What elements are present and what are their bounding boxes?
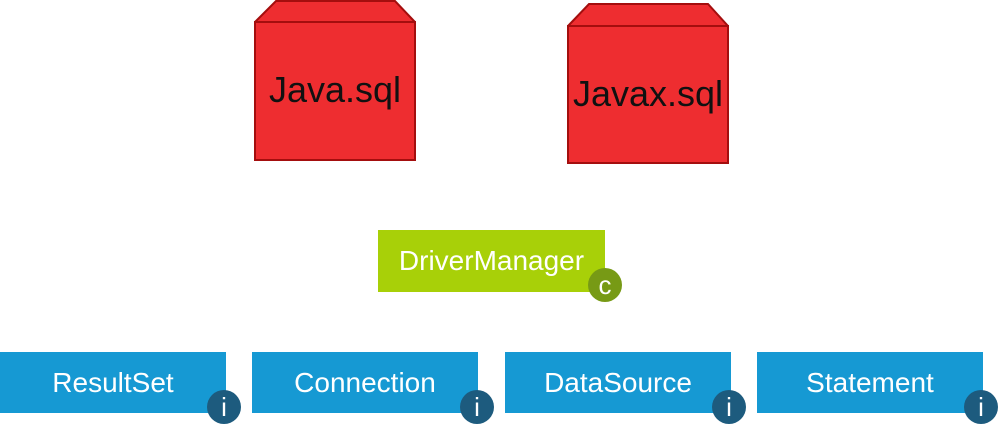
interface-result-set: ResultSet xyxy=(0,352,226,413)
interface-badge-letter: i xyxy=(978,392,984,422)
interface-badge-letter: i xyxy=(221,392,227,422)
package-java-sql-tab xyxy=(254,0,416,23)
interface-connection-label: Connection xyxy=(294,366,436,398)
interface-data-source: DataSource xyxy=(505,352,731,413)
class-driver-manager: DriverManager xyxy=(378,230,605,292)
class-badge-letter: c xyxy=(598,270,612,300)
class-badge-icon: c xyxy=(588,268,622,302)
interface-statement-label: Statement xyxy=(806,366,934,398)
class-driver-manager-label: DriverManager xyxy=(398,245,585,276)
package-javax-sql-label: Javax.sql xyxy=(572,73,724,114)
package-java-sql-shape xyxy=(254,0,416,161)
interface-badge-icon: i xyxy=(460,390,494,424)
package-java-sql-label: Java.sql xyxy=(268,69,402,110)
package-javax-sql: Javax.sql xyxy=(567,3,729,165)
interface-badge-icon: i xyxy=(207,390,241,424)
interface-badge-icon: i xyxy=(964,390,998,424)
interface-connection: Connection xyxy=(252,352,478,413)
interface-badge-letter: i xyxy=(474,392,480,422)
interface-data-source-label: DataSource xyxy=(544,366,692,398)
interface-result-set-label: ResultSet xyxy=(52,366,174,398)
interface-badge-letter: i xyxy=(726,392,732,422)
interface-statement: Statement xyxy=(757,352,983,413)
package-java-sql: Java.sql xyxy=(254,0,416,162)
package-javax-sql-tab xyxy=(567,3,729,27)
package-javax-sql-shape xyxy=(567,3,729,164)
package-java-sql-body xyxy=(254,21,416,161)
package-javax-sql-body xyxy=(567,25,729,164)
interface-badge-icon: i xyxy=(712,390,746,424)
